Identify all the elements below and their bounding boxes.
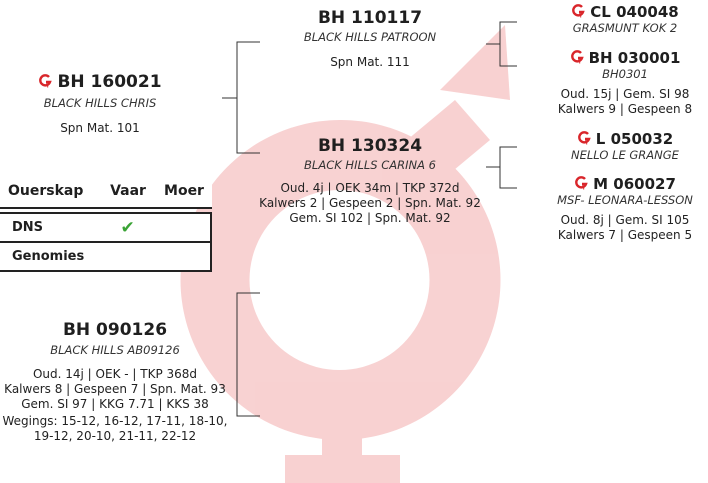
svg-text:T: T	[582, 186, 586, 191]
ss-node[interactable]: BH 110117 BLACK HILLS PATROON Spn Mat. 1…	[265, 8, 475, 70]
genomics-logo-icon: T	[570, 50, 584, 64]
sdd-name: MSF- LEONARA-LESSON	[557, 193, 693, 207]
genomics-logo-icon: T	[577, 131, 591, 145]
ss-name: BLACK HILLS PATROON	[303, 30, 437, 44]
genomics-logo-icon: T	[38, 74, 53, 89]
genomics-logo-icon: T	[571, 4, 585, 18]
sire-info-line: Spn Mat. 101	[60, 121, 140, 135]
svg-text:T: T	[585, 141, 589, 146]
sd-info-line: Kalwers 2 | Gespeen 2 | Spn. Mat. 92	[259, 196, 481, 210]
row-label: Genomies	[12, 249, 85, 264]
sd-node[interactable]: BH 130324 BLACK HILLS CARINA 6 Oud. 4j |…	[220, 136, 520, 226]
genomics-logo-icon: T	[574, 176, 588, 190]
check-icon: ✔	[120, 217, 135, 238]
svg-text:T: T	[579, 14, 583, 19]
ssd-name: BH0301	[602, 67, 648, 81]
sds-name: NELLO LE GRANGE	[571, 148, 679, 162]
sire-name: BLACK HILLS CHRIS	[43, 96, 157, 110]
svg-text:T: T	[578, 60, 582, 65]
ss-info-line: Spn Mat. 111	[330, 55, 410, 69]
ssd-info-line: Oud. 15j | Gem. SI 98	[560, 87, 690, 101]
svg-text:T: T	[46, 84, 50, 89]
dam-info-line: Wegings: 15-12, 16-12, 17-11, 18-10,	[2, 414, 228, 428]
dam-info-line: Gem. SI 97 | KKG 7.71 | KKS 38	[21, 397, 209, 411]
table-body: DNS ✔ Genomies	[0, 212, 212, 272]
table-row: DNS ✔	[0, 214, 210, 241]
sd-info-line: Oud. 4j | OEK 34m | TKP 372d	[280, 181, 460, 195]
sss-name: GRASMUNT KOK 2	[572, 21, 678, 35]
sd-info-line: Gem. SI 102 | Spn. Mat. 92	[289, 211, 451, 225]
col-header-ouerskap: Ouerskap	[8, 183, 84, 199]
sd-name: BLACK HILLS CARINA 6	[304, 158, 436, 172]
dam-info-line: Kalwers 8 | Gespeen 7 | Spn. Mat. 93	[4, 382, 226, 396]
dam-info-line: Oud. 14j | OEK - | TKP 368d	[32, 367, 198, 381]
parentage-table: Ouerskap Vaar Moer DNS ✔ Genomies	[0, 175, 212, 272]
row-label: DNS	[12, 220, 44, 235]
col-header-vaar: Vaar	[110, 183, 146, 199]
sd-code: BH 130324	[317, 136, 423, 156]
col-header-moer: Moer	[164, 183, 204, 199]
sdd-info-line: Oud. 8j | Gem. SI 105	[560, 213, 690, 227]
dam-name: BLACK HILLS AB09126	[50, 343, 180, 357]
dam-code: BH 090126	[62, 320, 168, 340]
table-row: Genomies	[0, 241, 210, 270]
dam-info-line: 19-12, 20-10, 21-11, 22-12	[33, 429, 197, 443]
sdd-info-line: Kalwers 7 | Gespeen 5	[557, 228, 693, 242]
dam-node[interactable]: BH 090126 BLACK HILLS AB09126 Oud. 14j |…	[0, 320, 245, 444]
ssd-info-line: Kalwers 9 | Gespeen 8	[557, 102, 693, 116]
table-header: Ouerskap Vaar Moer	[0, 175, 212, 209]
ss-code: BH 110117	[317, 8, 423, 28]
